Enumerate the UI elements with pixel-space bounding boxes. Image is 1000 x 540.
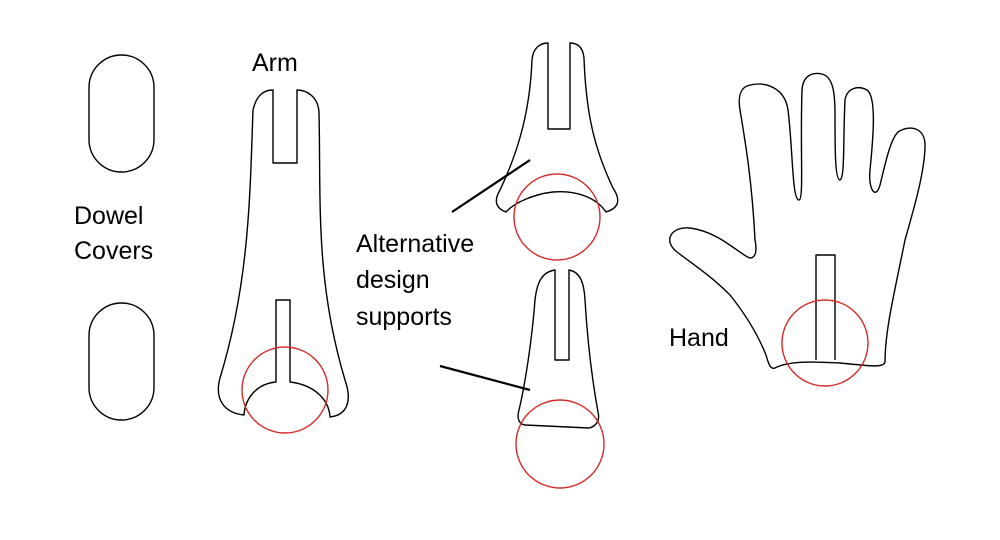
leader-line-top [451, 159, 531, 213]
dowel-cover-bottom [88, 302, 155, 421]
dowel-cover-top [88, 54, 155, 173]
leader-line-bottom [439, 364, 531, 392]
alt-support-top-outline [495, 42, 619, 213]
alt-support-top-joint-circle [513, 173, 601, 261]
hand-socket-slot [815, 254, 836, 360]
alt-support-bottom-joint-circle [515, 399, 605, 489]
hand-outline [669, 72, 926, 369]
arm-joint-circle [241, 346, 329, 434]
dowel-covers-label-line2: Covers [74, 237, 154, 265]
hand-label: Hand [669, 324, 729, 352]
alternative-supports-label-line3: supports [356, 303, 452, 331]
alternative-supports-label-line1: Alternative [356, 230, 475, 258]
arm-label: Arm [252, 49, 298, 77]
alt-support-bottom-outline [517, 269, 600, 429]
hand-joint-circle [781, 299, 869, 387]
dowel-covers-label-line1: Dowel [74, 202, 144, 230]
alternative-supports-label-line2: design [356, 266, 430, 294]
arm-outline [217, 89, 349, 418]
